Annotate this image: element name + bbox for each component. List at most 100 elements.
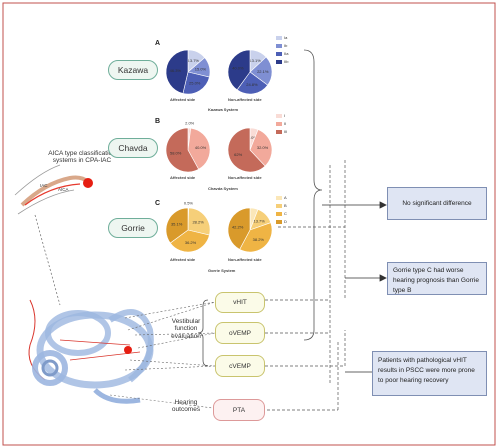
- legend-entry: A: [276, 195, 287, 200]
- affected-c-slice-3: [165, 207, 189, 244]
- legend-entry: Ib: [276, 43, 287, 48]
- outcome-text-3: Patients with pathological vHIT results …: [378, 357, 475, 384]
- legend-entry: I: [276, 113, 285, 118]
- system-to-outcome-connectors: [262, 160, 346, 411]
- affected-a-slice-label-1: 15.0%: [195, 66, 207, 71]
- affected-b-slice-1: [187, 127, 211, 170]
- nonaffected-c-slice-label-2: 38.2%: [253, 237, 265, 242]
- vestibular-evaluation-label: Vestibular function evaluation: [171, 318, 201, 340]
- nonaffected-side-caption: Non-affected side: [228, 175, 262, 180]
- nonaffected-a-slice-label-0: 13.1%: [249, 58, 261, 63]
- system-box-kazawa: Kazawa: [108, 60, 158, 80]
- panel-letter-b: B: [155, 118, 161, 125]
- nonaffected-b-slice-1: [249, 129, 273, 167]
- affected-b-slice-2: [165, 127, 200, 173]
- legend-label: D: [284, 219, 287, 224]
- nonaffected-c-slice-label-3: 42.2%: [232, 224, 244, 229]
- cpa-iac-sketch-icon: [14, 164, 93, 215]
- nonaffected-a-slice-label-1: 22.1%: [257, 69, 269, 74]
- ovemp-test-box: oVEMP: [215, 322, 265, 344]
- system-caption: Gorrie System: [208, 268, 236, 273]
- outcome-text-1: No significant difference: [402, 199, 472, 207]
- legend-entry: C: [276, 211, 287, 216]
- system-box-chavda: Chavda: [108, 138, 158, 158]
- legend-label: I: [284, 113, 286, 118]
- affected-c-slice-1: [187, 207, 211, 236]
- nonaffected-b-slice-label-1: 32.0%: [257, 145, 269, 150]
- legend-label: III: [284, 129, 288, 134]
- affected-b-slice-label-2: 58.0%: [170, 151, 182, 156]
- nonaffected-a-slice-2: [236, 71, 269, 95]
- legend-entry: D: [276, 219, 287, 224]
- iac-label: IAC: [40, 183, 48, 188]
- nonaffected-c-slice-label-1: 13.7%: [253, 219, 265, 224]
- affected-c-slice-label-0: 0.5%: [184, 201, 194, 206]
- nonaffected-c-slice-3: [227, 207, 251, 250]
- legend-entry: II: [276, 121, 286, 126]
- outcome-box-2: Gorrie type C had worse hearing prognosi…: [387, 262, 487, 295]
- legend-swatch: [276, 51, 282, 56]
- legend-swatch: [276, 195, 282, 200]
- system-caption: Chavda System: [208, 186, 238, 191]
- panel-letter-c: C: [155, 200, 161, 207]
- affected-a-slice-label-3: 46.3%: [170, 68, 182, 73]
- outcome-box-3: Patients with pathological vHIT results …: [372, 351, 487, 396]
- affected-side-caption: Affected side: [170, 175, 196, 180]
- nonaffected-a-slice-label-3: 40.0%: [232, 66, 244, 71]
- nonaffected-side-caption: Non-affected side: [228, 257, 262, 262]
- nonaffected-c-slice-2: [239, 222, 273, 253]
- affected-a-slice-label-2: 25.0%: [189, 80, 201, 85]
- nonaffected-b-slice-label-2: 62%: [234, 152, 242, 157]
- affected-a-slice-3: [165, 49, 189, 94]
- legend-entry: IIa: [276, 51, 288, 56]
- legend-swatch: [276, 35, 282, 40]
- nonaffected-b-slice-label-0: 6.0%: [248, 135, 258, 140]
- affected-c-slice-label-2: 36.2%: [185, 240, 197, 245]
- legend-swatch: [276, 129, 282, 134]
- nonaffected-side-caption: Non-affected side: [228, 97, 262, 102]
- legend-label: Ia: [284, 35, 288, 40]
- affected-b-slice-label-0: 2.0%: [185, 121, 195, 126]
- panel-letter-a: A: [155, 40, 161, 47]
- pta-test-box: PTA: [213, 399, 265, 421]
- legend-swatch: [276, 59, 282, 64]
- legend-entry: IIb: [276, 59, 288, 64]
- hearing-outcomes-label: Hearing outcomes: [171, 399, 201, 414]
- outcome-box-1: No significant difference: [387, 187, 487, 220]
- legend-swatch: [276, 43, 282, 48]
- legend-swatch: [276, 219, 282, 224]
- legend-entry: B: [276, 203, 287, 208]
- outcome-text-2: Gorrie type C had worse hearing prognosi…: [393, 267, 479, 294]
- cvemp-test-box: cVEMP: [215, 355, 265, 377]
- affected-b-slice-label-1: 40.0%: [195, 145, 207, 150]
- inner-ear-illustration-icon: [28, 299, 154, 404]
- legend-label: IIb: [284, 59, 289, 64]
- legend-swatch: [276, 203, 282, 208]
- legend-entry: Ia: [276, 35, 287, 40]
- affected-c-slice-label-1: 28.2%: [192, 220, 204, 225]
- legend-label: C: [284, 211, 287, 216]
- legend-label: A: [284, 195, 287, 200]
- legend-swatch: [276, 211, 282, 216]
- nonaffected-a-slice-3: [227, 49, 251, 91]
- legend-label: B: [284, 203, 287, 208]
- legend-swatch: [276, 121, 282, 126]
- aica-classification-label: AICA type classification systems in CPA-…: [48, 150, 116, 165]
- nonaffected-b-slice-2: [227, 127, 266, 173]
- affected-a-slice-label-0: 13.7%: [188, 58, 200, 63]
- affected-a-slice-2: [182, 71, 210, 95]
- affected-c-slice-label-3: 35.1%: [171, 222, 183, 227]
- legend-label: Ib: [284, 43, 288, 48]
- aica-label: AICA: [58, 187, 69, 192]
- affected-side-caption: Affected side: [170, 257, 196, 262]
- legend-entry: III: [276, 129, 287, 134]
- nonaffected-a-slice-label-2: 24.8%: [246, 82, 258, 87]
- system-caption: Kazawa System: [208, 107, 239, 112]
- affected-side-caption: Affected side: [170, 97, 196, 102]
